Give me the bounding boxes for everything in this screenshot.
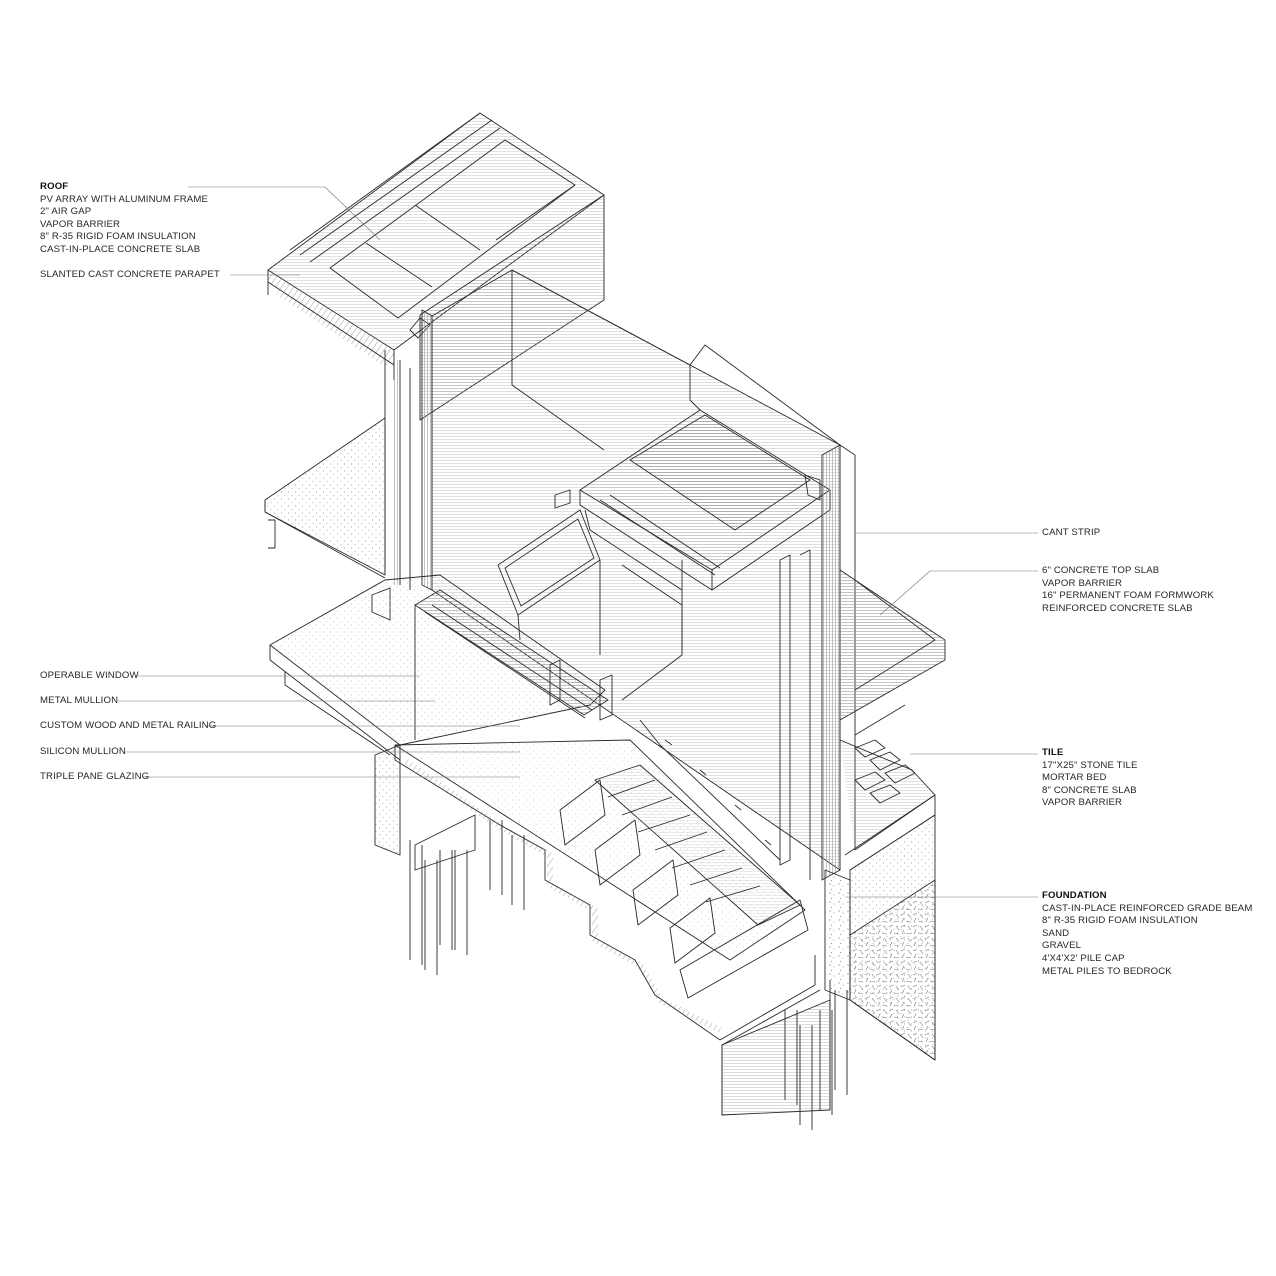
label-tile: TILE 17"x25" STONE TILE MORTAR BED 8" CO…: [1042, 747, 1138, 810]
label-line: METAL MULLION: [40, 695, 119, 706]
label-line: GRAVEL: [1042, 940, 1082, 952]
label-heading: ROOF: [40, 181, 69, 192]
label-line: OPERABLE WINDOW: [40, 670, 139, 681]
label-line: SAND: [1042, 927, 1070, 939]
label-line: TRIPLE PANE GLAZING: [40, 771, 150, 782]
label-line: 8" CONCRETE SLAB: [1042, 784, 1137, 796]
label-roof: ROOF PV ARRAY WITH ALUMINUM FRAME 2" AIR…: [40, 181, 208, 257]
label-line: 6" CONCRETE TOP SLAB: [1042, 565, 1160, 576]
upper-floor-slab: [264, 417, 391, 621]
leader-lines: [118, 186, 1038, 898]
label-silicon-mullion: SILICON MULLION: [40, 746, 126, 759]
stair-assembly: [394, 719, 816, 1041]
label-heading: FOUNDATION: [1042, 890, 1107, 901]
label-parapet: SLANTED CAST CONCRETE PARAPET: [40, 269, 220, 282]
label-triple-pane-glazing: TRIPLE PANE GLAZING: [40, 771, 149, 784]
label-line: CUSTOM WOOD AND METAL RAILING: [40, 720, 217, 731]
drawing-linework: [118, 112, 1038, 1130]
stair-benches: [559, 779, 716, 964]
label-line: CANT STRIP: [1042, 527, 1101, 538]
label-cant-strip: CANT STRIP: [1042, 527, 1100, 540]
main-floor-slab: [269, 574, 613, 761]
label-line: METAL PILES TO BEDROCK: [1042, 965, 1172, 977]
label-top-slab: 6" CONCRETE TOP SLAB VAPOR BARRIER 16" P…: [1042, 565, 1214, 615]
label-line: MORTAR BED: [1042, 772, 1107, 784]
foundation-assembly: [374, 744, 936, 1130]
label-line: SLANTED CAST CONCRETE PARAPET: [40, 269, 220, 280]
label-line: PV ARRAY WITH ALUMINUM FRAME: [40, 193, 209, 205]
label-line: VAPOR BARRIER: [1042, 797, 1123, 809]
label-line: SILICON MULLION: [40, 746, 126, 757]
label-line: CAST-IN-PLACE REINFORCED GRADE BEAM: [1042, 902, 1253, 914]
label-line: CAST-IN-PLACE CONCRETE SLAB: [40, 243, 201, 255]
label-line: 4'x4'x2' PILE CAP: [1042, 952, 1125, 964]
label-line: 2" AIR GAP: [40, 206, 92, 218]
metal-piles: [409, 820, 848, 1130]
label-line: 8" R-35 RIGID FOAM INSULATION: [1042, 915, 1198, 927]
operable-window: [497, 509, 683, 701]
label-line: 17"x25" STONE TILE: [1042, 759, 1138, 771]
label-line: 8" R-35 RIGID FOAM INSULATION: [40, 231, 196, 243]
label-operable-window: OPERABLE WINDOW: [40, 670, 139, 683]
label-line: 16" PERMANENT FOAM FORMWORK: [1042, 590, 1214, 602]
label-railing: CUSTOM WOOD AND METAL RAILING: [40, 720, 216, 733]
parapet-and-wall: [384, 194, 841, 871]
right-wall-and-tile: [779, 444, 946, 881]
label-line: VAPOR BARRIER: [1042, 577, 1123, 589]
label-line: VAPOR BARRIER: [40, 218, 121, 230]
label-line: REINFORCED CONCRETE SLAB: [1042, 602, 1193, 614]
label-metal-mullion: METAL MULLION: [40, 695, 118, 708]
label-heading: TILE: [1042, 747, 1064, 758]
label-foundation: FOUNDATION CAST-IN-PLACE REINFORCED GRAD…: [1042, 890, 1252, 978]
